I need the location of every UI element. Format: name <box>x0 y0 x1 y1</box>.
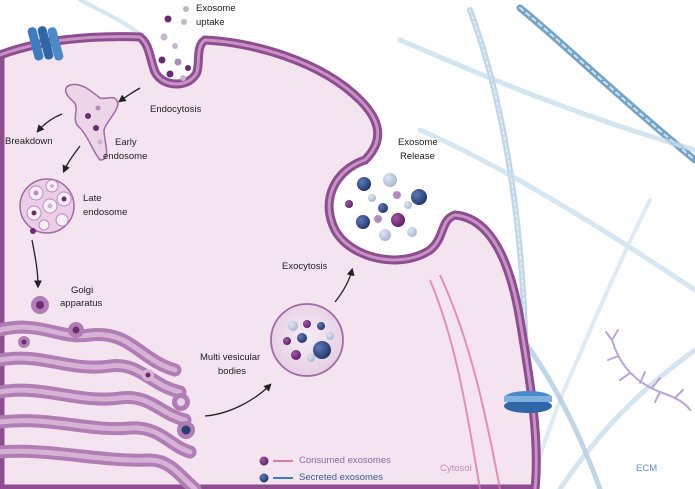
label-breakdown: Breakdown <box>5 136 53 147</box>
label-golgi-line2: apparatus <box>60 298 103 309</box>
membrane-channel-icon <box>27 26 64 61</box>
early-endosome <box>64 83 119 161</box>
ecm-fiber <box>397 37 695 153</box>
legend <box>259 456 293 483</box>
legend-secreted-marker <box>259 473 269 483</box>
golgi-vesicles <box>18 296 195 439</box>
arrow-endocytosis <box>118 87 141 103</box>
label-late-endosome-line2: endosome <box>83 207 128 218</box>
cytosol-filaments <box>429 274 501 489</box>
uptake-exosomes <box>158 6 191 81</box>
arrow-to-golgi <box>31 239 42 289</box>
label-endocytosis: Endocytosis <box>150 104 202 115</box>
arrow-exocytosis <box>334 267 355 303</box>
label-exosome-release-line1: Exosome <box>398 137 438 148</box>
label-exosome-uptake-line1: Exosome <box>196 3 236 14</box>
label-early-endosome-line2: endosome <box>103 151 148 162</box>
arrow-to-late <box>62 145 81 174</box>
label-ecm: ECM <box>636 463 658 474</box>
label-late-endosome-line1: Late <box>83 193 102 204</box>
label-exosome-release-line2: Release <box>400 151 435 162</box>
arrow-to-mvb <box>204 383 272 417</box>
released-exosomes <box>345 173 427 241</box>
multivesicular-body <box>270 303 344 377</box>
label-golgi-line1: Golgi <box>71 285 94 296</box>
ecm-branch <box>605 329 691 411</box>
legend-consumed-marker <box>259 456 269 466</box>
ecm-fiber <box>417 127 695 293</box>
legend-secreted-label: Secreted exosomes <box>299 472 383 483</box>
ecm-fiber <box>557 347 695 489</box>
label-cytosol: Cytosol <box>440 463 472 474</box>
label-mvb-line1: Multi vesicular <box>200 352 261 363</box>
label-exocytosis: Exocytosis <box>282 261 328 272</box>
membrane-channel-icon <box>504 391 552 413</box>
label-mvb-line2: bodies <box>218 366 246 377</box>
ecm-fiber <box>519 7 695 161</box>
legend-consumed-label: Consumed exosomes <box>299 455 391 466</box>
label-exosome-uptake-line2: uptake <box>196 17 225 28</box>
label-early-endosome-line1: Early <box>115 137 137 148</box>
golgi-apparatus <box>0 320 202 489</box>
pathway-arrows <box>31 87 355 417</box>
late-endosome <box>19 178 75 234</box>
arrow-breakdown <box>36 113 63 133</box>
